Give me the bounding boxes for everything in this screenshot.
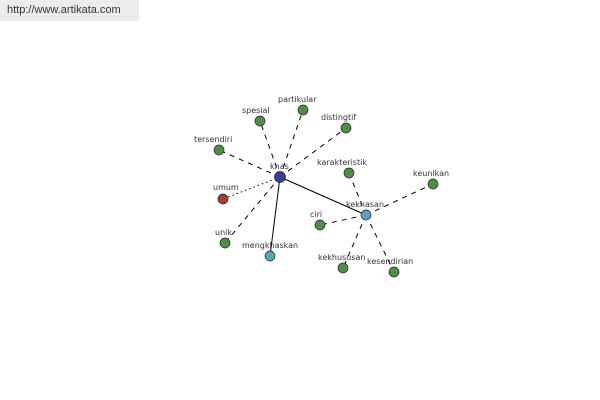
node-label-keunikan[interactable]: keunikan xyxy=(413,169,449,178)
node-khas[interactable] xyxy=(274,171,286,183)
edge-khas-tersendiri xyxy=(218,149,281,178)
edge-khas-kekhasan xyxy=(279,176,367,216)
edge-khas-mengkhaskan xyxy=(269,176,281,257)
edge-khas-umum xyxy=(222,176,281,200)
edge-khas-distingtif xyxy=(279,127,347,178)
node-spesial[interactable] xyxy=(254,115,266,127)
edges-layer xyxy=(218,109,434,273)
node-karakteristik[interactable] xyxy=(343,167,355,179)
node-label-kekhususan[interactable]: kekhususan xyxy=(318,253,365,262)
node-label-kekhasan[interactable]: kekhasan xyxy=(346,200,384,209)
node-label-tersendiri[interactable]: tersendiri xyxy=(194,135,232,144)
node-umum[interactable] xyxy=(217,193,229,205)
node-label-umum[interactable]: umum xyxy=(213,183,239,192)
node-label-kesendirian[interactable]: kesendirian xyxy=(367,257,413,266)
node-unik[interactable] xyxy=(219,237,231,249)
node-keunikan[interactable] xyxy=(427,178,439,190)
node-label-mengkhaskan[interactable]: mengkhaskan xyxy=(242,241,298,250)
node-tersendiri[interactable] xyxy=(213,144,225,156)
node-label-distingtif[interactable]: distingtif xyxy=(321,113,356,122)
node-label-spesial[interactable]: spesial xyxy=(242,106,270,115)
node-kesendirian[interactable] xyxy=(388,266,400,278)
node-label-karakteristik[interactable]: karakteristik xyxy=(317,158,367,167)
edge-khas-unik xyxy=(224,176,281,244)
nodes-layer xyxy=(213,104,439,278)
url-banner: http://www.artikata.com xyxy=(0,0,139,21)
site-url[interactable]: http://www.artikata.com xyxy=(7,4,121,16)
node-label-ciri[interactable]: ciri xyxy=(310,210,322,219)
node-kekhasan[interactable] xyxy=(360,209,372,221)
node-distingtif[interactable] xyxy=(340,122,352,134)
edge-kekhasan-keunikan xyxy=(365,183,434,216)
node-mengkhaskan[interactable] xyxy=(264,250,276,262)
node-partikular[interactable] xyxy=(297,104,309,116)
edge-kekhasan-kesendirian xyxy=(365,214,395,273)
node-kekhususan[interactable] xyxy=(337,262,349,274)
node-ciri[interactable] xyxy=(314,219,326,231)
node-label-khas[interactable]: khas xyxy=(270,162,289,171)
edge-kekhasan-karakteristik xyxy=(348,172,367,216)
node-label-partikular[interactable]: partikular xyxy=(278,95,317,104)
node-label-unik[interactable]: unik xyxy=(215,228,232,237)
labels-layer: khas kekhasan mengkhaskan umum spesial partik… xyxy=(194,95,449,266)
edge-khas-partikular xyxy=(279,109,304,178)
edge-kekhasan-ciri xyxy=(319,214,367,226)
